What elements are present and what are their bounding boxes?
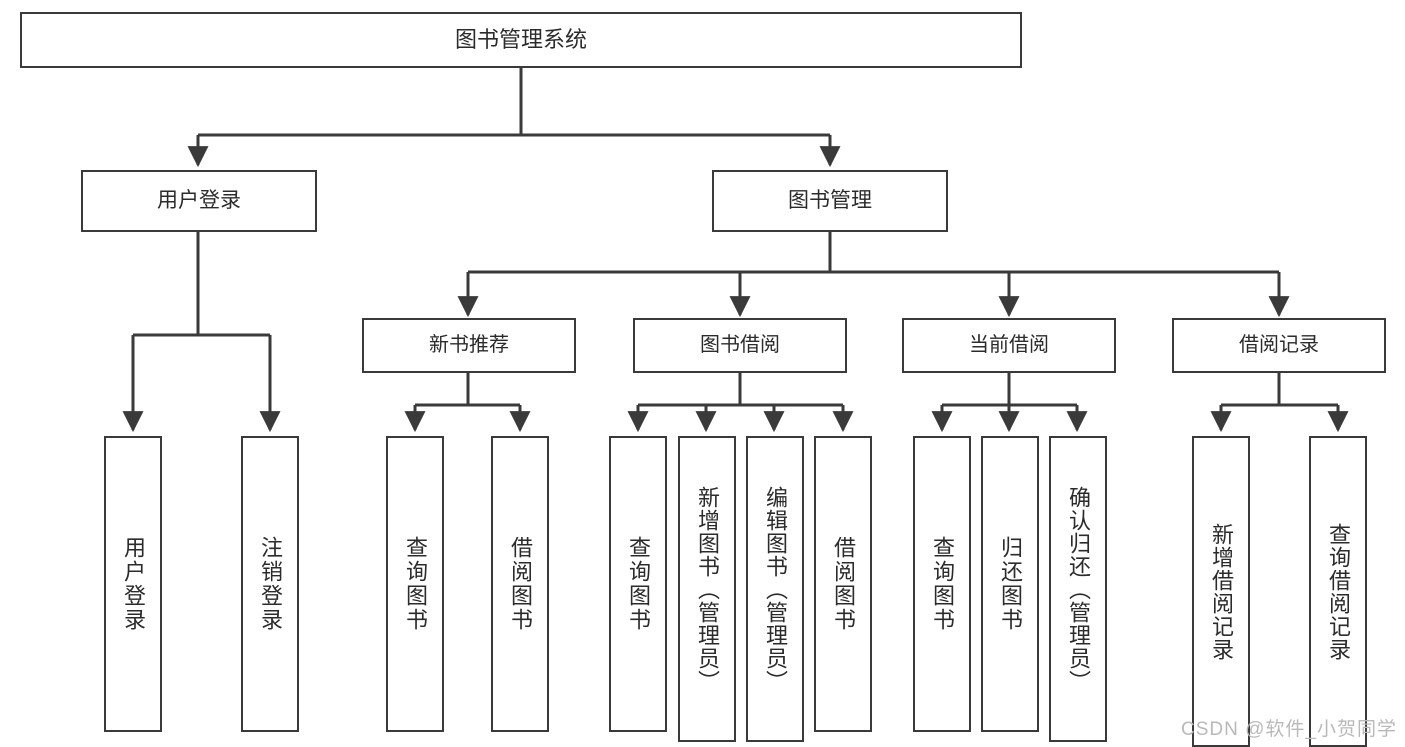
node-book-borrow-label: 图书借阅 [700, 334, 780, 356]
leaf-user-logout-label: 注销登录 [258, 536, 283, 632]
leaf-query-book-1[interactable]: 查询图书 [386, 436, 444, 732]
leaf-user-login-label: 用户登录 [121, 536, 146, 632]
node-user-login-label: 用户登录 [157, 188, 241, 212]
node-user-login[interactable]: 用户登录 [81, 170, 317, 232]
node-borrow-record-label: 借阅记录 [1239, 334, 1319, 356]
node-new-book-recommend-label: 新书推荐 [429, 334, 509, 356]
leaf-borrow-book-1[interactable]: 借阅图书 [491, 436, 549, 732]
leaf-query-book-3-label: 查询图书 [930, 536, 955, 632]
node-book-manage-label: 图书管理 [788, 188, 872, 212]
node-root[interactable]: 图书管理系统 [20, 12, 1022, 68]
leaf-query-book-2[interactable]: 查询图书 [609, 436, 667, 732]
leaf-query-book-1-label: 查询图书 [403, 536, 428, 632]
leaf-query-book-3[interactable]: 查询图书 [913, 436, 971, 732]
node-book-borrow[interactable]: 图书借阅 [633, 318, 847, 373]
node-borrow-record[interactable]: 借阅记录 [1172, 318, 1386, 373]
leaf-add-record-label: 新增借阅记录 [1209, 522, 1234, 661]
leaf-add-book-label: 新增图书（管理员） [695, 485, 720, 693]
leaf-confirm-return-label: 确认归还（管理员） [1066, 485, 1091, 693]
leaf-return-book-label: 归还图书 [998, 536, 1023, 632]
leaf-user-logout[interactable]: 注销登录 [241, 436, 299, 732]
node-root-label: 图书管理系统 [454, 27, 587, 53]
leaf-edit-book-label: 编辑图书（管理员） [763, 485, 788, 693]
leaf-confirm-return[interactable]: 确认归还（管理员） [1049, 436, 1107, 742]
leaf-query-record[interactable]: 查询借阅记录 [1309, 436, 1367, 747]
leaf-query-book-2-label: 查询图书 [626, 536, 651, 632]
leaf-add-book[interactable]: 新增图书（管理员） [678, 436, 736, 742]
node-current-borrow[interactable]: 当前借阅 [902, 318, 1116, 373]
leaf-add-record[interactable]: 新增借阅记录 [1192, 436, 1250, 747]
leaf-edit-book[interactable]: 编辑图书（管理员） [746, 436, 804, 742]
node-new-book-recommend[interactable]: 新书推荐 [362, 318, 576, 373]
leaf-borrow-book-2-label: 借阅图书 [831, 536, 856, 632]
leaf-return-book[interactable]: 归还图书 [981, 436, 1039, 732]
watermark: CSDN @软件_小贺同学 [1181, 719, 1397, 740]
leaf-user-login[interactable]: 用户登录 [104, 436, 162, 732]
node-current-borrow-label: 当前借阅 [969, 334, 1049, 356]
leaf-query-record-label: 查询借阅记录 [1326, 522, 1351, 661]
leaf-borrow-book-2[interactable]: 借阅图书 [814, 436, 872, 732]
node-book-manage[interactable]: 图书管理 [712, 170, 948, 232]
leaf-borrow-book-1-label: 借阅图书 [508, 536, 533, 632]
